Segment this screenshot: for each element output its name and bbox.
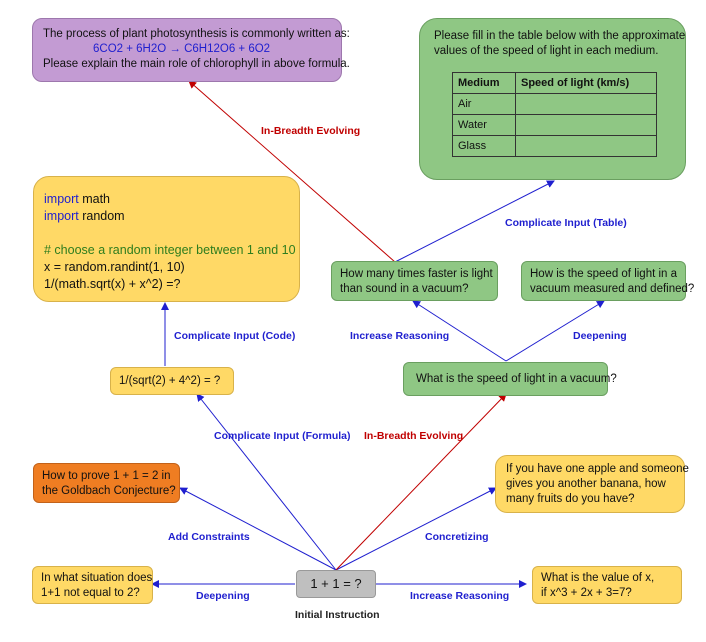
label-deepening-2: Deepening [573,330,627,342]
code-import-module: math [78,192,110,206]
add-constraints-node-line-2: the Goldbach Conjecture? [42,485,176,497]
code-line-5: 1/(math.sqrt(x) + x^2) =? [44,277,181,291]
table-prompt-line-1: Please fill in the table below with the … [434,30,686,42]
photosynthesis-formula: 6CO2 + 6H2O → C6H12O6 + 6O2 [93,43,271,55]
measured-defined-node: How is the speed of light in a vacuum me… [521,261,695,301]
label-increase-reasoning-right: Increase Reasoning [410,590,510,602]
arrow-complicate-table [394,180,555,263]
code-import-keyword: import [44,192,79,206]
speed-of-light-node: What is the speed of light in a vacuum? [403,362,617,396]
concretizing-node-line-1: If you have one apple and someone [506,463,689,475]
increase-reasoning-node: What is the value of x, if x^3 + 2x + 3=… [532,566,682,604]
label-increase-reasoning-2: Increase Reasoning [350,330,450,342]
table-cell-empty [515,135,657,157]
measured-defined-line-2: vacuum measured and defined? [530,283,695,295]
photosynthesis-node: The process of plant photosynthesis is c… [32,18,350,82]
label-complicate-table: Complicate Input (Table) [505,217,627,229]
code-line-4: x = random.randint(1, 10) [44,260,185,274]
code-line-1: import math [44,191,289,208]
measured-defined-line-1: How is the speed of light in a [530,268,678,280]
faster-than-sound-node: How many times faster is light than soun… [331,261,498,301]
table-cell-empty [515,114,657,136]
label-deepening-left: Deepening [196,590,250,602]
label-complicate-formula: Complicate Input (Formula) [214,430,351,442]
code-import-keyword: import [44,209,79,223]
code-blank-line [44,225,289,242]
table-prompt-line-2: values of the speed of light in each med… [434,45,659,57]
code-node: import math import random # choose a ran… [33,176,300,302]
code-line-2: import random [44,208,289,225]
speed-table: Medium Speed of light (km/s) Air Water G… [452,72,657,157]
initial-instruction-caption: Initial Instruction [295,609,380,621]
arrow-increase-reasoning-2 [412,300,507,362]
photosynthesis-line-3: Please explain the main role of chloroph… [43,58,350,70]
arrow-concretizing [335,487,497,571]
table-row: Glass [452,135,657,157]
table-cell-medium: Water [452,114,516,136]
label-complicate-code: Complicate Input (Code) [174,330,296,342]
table-cell-empty [515,93,657,115]
deepening-node: In what situation does 1+1 not equal to … [32,566,153,604]
concretizing-node: If you have one apple and someone gives … [495,455,689,513]
table-row: Water [452,114,657,136]
arrow-deepening-2 [505,300,605,362]
arrow-complicate-formula [196,393,337,571]
concretizing-node-line-3: many fruits do you have? [506,493,635,505]
code-comment: # choose a random integer between 1 and … [44,243,296,257]
add-constraints-node: How to prove 1 + 1 = 2 in the Goldbach C… [33,463,180,503]
increase-reasoning-node-line-2: if x^3 + 2x + 3=7? [541,587,632,599]
formula-node: 1/(sqrt(2) + 4^2) = ? [110,367,234,395]
table-header-medium: Medium [452,72,516,94]
label-concretizing: Concretizing [425,531,489,543]
code-import-module: random [78,209,125,223]
label-add-constraints: Add Constraints [168,531,250,543]
photosynthesis-line-1: The process of plant photosynthesis is c… [43,28,350,40]
arrow-in-breadth-1 [335,393,507,571]
add-constraints-node-line-1: How to prove 1 + 1 = 2 in [42,470,171,482]
table-cell-medium: Air [452,93,516,115]
table-row: Air [452,93,657,115]
faster-than-sound-line-1: How many times faster is light [340,268,493,280]
increase-reasoning-node-line-1: What is the value of x, [541,572,655,584]
label-in-breadth-1: In-Breadth Evolving [364,430,464,442]
speed-of-light-text: What is the speed of light in a vacuum? [416,373,617,385]
initial-instruction-text: 1 + 1 = ? [310,576,362,591]
label-in-breadth-2: In-Breadth Evolving [261,125,361,137]
table-header-speed: Speed of light (km/s) [515,72,657,94]
table-header-row: Medium Speed of light (km/s) [452,72,657,94]
faster-than-sound-line-2: than sound in a vacuum? [340,283,469,295]
concretizing-node-line-2: gives you another banana, how [506,478,666,490]
arrow-in-breadth-2 [188,80,396,263]
table-node: Please fill in the table below with the … [419,18,686,180]
table-cell-medium: Glass [452,135,516,157]
initial-instruction-node: 1 + 1 = ? [296,570,376,598]
deepening-node-line-1: In what situation does [41,572,153,584]
deepening-node-line-2: 1+1 not equal to 2? [41,587,140,599]
formula-node-text: 1/(sqrt(2) + 4^2) = ? [119,375,221,387]
arrow-add-constraints [179,487,337,571]
